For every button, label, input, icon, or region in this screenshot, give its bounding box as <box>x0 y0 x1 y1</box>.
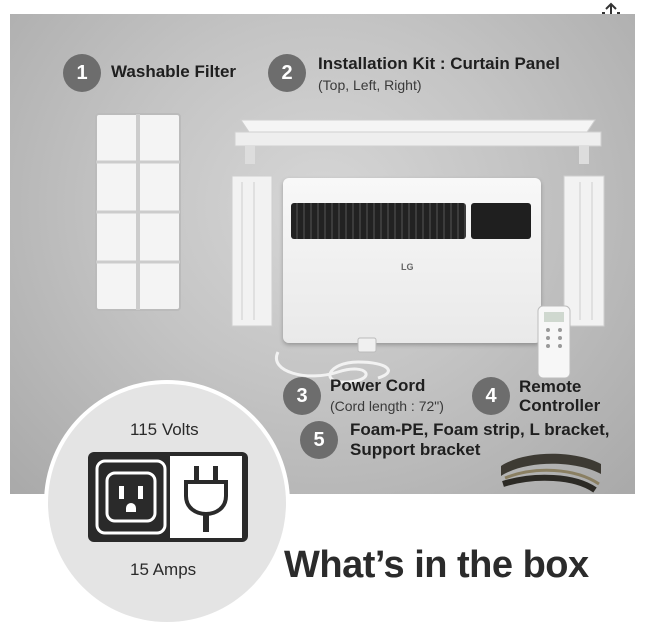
foam-and-brackets-image <box>501 453 601 493</box>
ac-logo: LG <box>401 262 414 272</box>
item-1-badge: 1 <box>63 54 101 92</box>
curtain-left-panel-image <box>231 175 273 327</box>
item-2-subtitle: (Top, Left, Right) <box>318 77 422 93</box>
item-4-title-line1: Remote <box>519 377 582 396</box>
plug-icon <box>170 456 242 538</box>
item-2-title: Installation Kit : Curtain Panel <box>318 54 560 73</box>
item-5-title-line2: Support bracket <box>350 440 481 459</box>
item-3-subtitle: (Cord length : 72") <box>330 398 444 414</box>
ac-grille <box>291 203 466 239</box>
item-5-title-line1: Foam-PE, Foam strip, L bracket, <box>350 420 610 439</box>
washable-filter-image <box>95 113 181 311</box>
item-5-badge: 5 <box>300 421 338 459</box>
volts-label: 115 Volts <box>130 420 199 439</box>
item-3-title: Power Cord <box>330 376 426 395</box>
item-4-title-line2: Controller <box>519 396 601 415</box>
item-4-badge: 4 <box>472 377 510 415</box>
power-icon-box <box>88 452 248 542</box>
item-1-title: Washable Filter <box>111 62 237 81</box>
power-cord-image <box>274 337 390 384</box>
item-3-badge: 3 <box>283 377 321 415</box>
item-2-badge: 2 <box>268 54 306 92</box>
curtain-right-panel-image <box>563 175 605 327</box>
air-conditioner-image: LG <box>283 178 541 343</box>
outlet-icon <box>95 459 167 535</box>
curtain-top-panel-image <box>234 119 602 164</box>
amps-label: 15 Amps <box>130 560 197 579</box>
remote-controller-image <box>537 305 571 379</box>
ac-control-panel <box>471 203 531 239</box>
page-heading: What’s in the box <box>284 544 589 586</box>
